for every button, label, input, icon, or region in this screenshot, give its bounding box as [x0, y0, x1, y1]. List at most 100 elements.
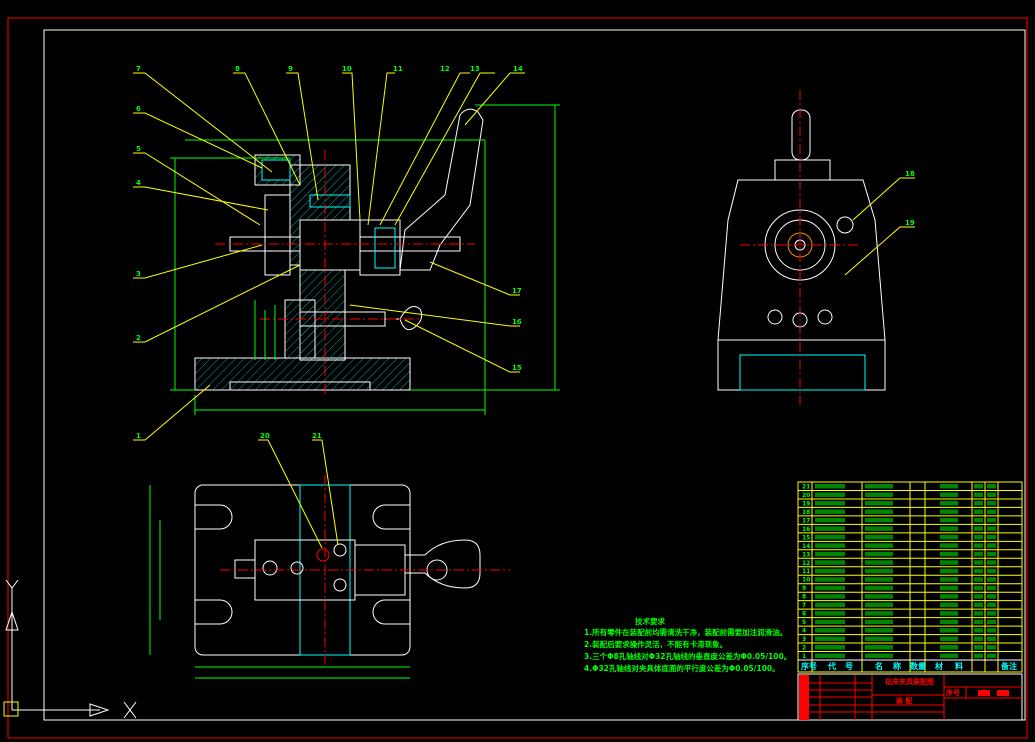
- col-header: 称: [893, 661, 901, 671]
- parts-cell-text: [974, 484, 983, 489]
- parts-cell-text: [940, 619, 958, 625]
- parts-cell-text: [987, 509, 996, 514]
- parts-row-number: 18: [802, 509, 810, 516]
- parts-cell-text: [974, 636, 983, 642]
- parts-cell-text: [815, 568, 845, 574]
- parts-cell-text: [865, 577, 893, 582]
- drawing-title: 钻床夹具装配图: [885, 677, 934, 686]
- parts-cell-text: [987, 645, 996, 650]
- parts-cell-text: [865, 619, 893, 625]
- parts-cell-text: [865, 517, 893, 523]
- parts-cell-text: [940, 534, 958, 540]
- tech-req-item: 4.Φ32孔轴线对夹具体底面的平行度公差为Φ0.05/100。: [584, 663, 780, 673]
- part-label: 5: [136, 145, 141, 153]
- col-header: 代: [827, 661, 836, 671]
- parts-cell-text: [987, 636, 996, 642]
- part-label: 6: [136, 105, 141, 113]
- parts-cell-text: [815, 492, 845, 497]
- parts-row-number: 8: [802, 594, 806, 601]
- parts-cell-text: [940, 636, 958, 642]
- parts-cell-text: [987, 619, 996, 625]
- parts-cell-text: [974, 500, 983, 506]
- parts-row-number: 16: [802, 526, 810, 533]
- parts-cell-text: [987, 602, 996, 608]
- parts-cell-text: [815, 628, 845, 633]
- part-label: 13: [470, 65, 480, 73]
- drawing-subtitle: 装 配: [895, 696, 912, 705]
- parts-cell-text: [974, 653, 983, 658]
- parts-row-number: 10: [802, 577, 810, 584]
- part-label: 18: [905, 170, 915, 178]
- part-label: 10: [342, 65, 352, 73]
- parts-row-number: 9: [802, 585, 806, 592]
- parts-cell-text: [940, 645, 958, 650]
- part-label: 8: [235, 65, 240, 73]
- parts-cell-text: [815, 560, 845, 565]
- parts-cell-text: [987, 611, 996, 616]
- handle-top: [791, 109, 811, 161]
- col-header: 材: [935, 661, 943, 671]
- parts-cell-text: [815, 500, 845, 506]
- parts-cell-text: [865, 585, 893, 591]
- plan-view: 20 21: [149, 432, 510, 679]
- parts-cell-text: [865, 645, 893, 650]
- parts-row-number: 14: [802, 543, 810, 550]
- side-view: 18 19: [717, 90, 915, 405]
- col-header: 料: [955, 661, 963, 671]
- parts-cell-text: [940, 568, 958, 574]
- parts-cell-text: [987, 526, 996, 531]
- parts-cell-text: [974, 585, 983, 591]
- parts-cell-text: [987, 653, 996, 658]
- parts-cell-text: [974, 492, 983, 497]
- parts-cell-text: [987, 577, 996, 582]
- parts-cell-text: [865, 594, 893, 599]
- parts-cell-text: [974, 594, 983, 599]
- parts-row-number: 1: [802, 653, 806, 660]
- parts-cell-text: [974, 577, 983, 582]
- technical-requirements: 技术要求 1.所有零件在装配前均需清洗干净，装配前需要加注润滑油。 2.装配后要…: [584, 616, 791, 673]
- parts-cell-text: [974, 543, 983, 548]
- parts-cell-text: [940, 602, 958, 608]
- parts-cell-text: [974, 517, 983, 523]
- parts-row-number: 17: [802, 517, 810, 524]
- parts-cell-text: [940, 585, 958, 591]
- front-view: 7 8 9 10 11 12 13 14 6 5 4 3 2 1 17 16 1…: [133, 65, 560, 441]
- parts-cell-text: [815, 602, 845, 608]
- parts-cell-text: [940, 628, 958, 633]
- parts-cell-text: [865, 526, 893, 531]
- parts-cell-text: [815, 551, 845, 557]
- col-header: 名: [875, 661, 883, 671]
- handle: [399, 108, 484, 271]
- parts-cell-text: [987, 560, 996, 565]
- parts-cell-text: [987, 628, 996, 633]
- parts-cell-text: [940, 611, 958, 616]
- parts-cell-text: [865, 611, 893, 616]
- parts-row-number: 2: [802, 645, 806, 652]
- part-label: 15: [512, 364, 522, 372]
- parts-cell-text: [815, 611, 845, 616]
- parts-cell-text: [865, 492, 893, 497]
- parts-row-number: 4: [802, 628, 806, 635]
- part-label: 21: [312, 432, 322, 440]
- parts-cell-text: [987, 517, 996, 523]
- parts-row-number: 3: [802, 636, 806, 643]
- part-label: 19: [905, 219, 915, 227]
- parts-cell-text: [815, 594, 845, 599]
- part-label: 20: [260, 432, 270, 440]
- parts-cell-text: [987, 551, 996, 557]
- parts-cell-text: [865, 636, 893, 642]
- parts-cell-text: [987, 585, 996, 591]
- parts-cell-text: [815, 509, 845, 514]
- parts-cell-text: [974, 509, 983, 514]
- parts-cell-text: [940, 492, 958, 497]
- parts-cell-text: [815, 585, 845, 591]
- part-label: 17: [512, 287, 522, 295]
- parts-row-number: 5: [802, 619, 806, 626]
- parts-cell-text: [987, 543, 996, 548]
- parts-cell-text: [974, 645, 983, 650]
- parts-cell-text: [940, 560, 958, 565]
- part-label: 1: [136, 432, 141, 440]
- parts-cell-text: [940, 653, 958, 658]
- parts-row-number: 15: [802, 534, 810, 541]
